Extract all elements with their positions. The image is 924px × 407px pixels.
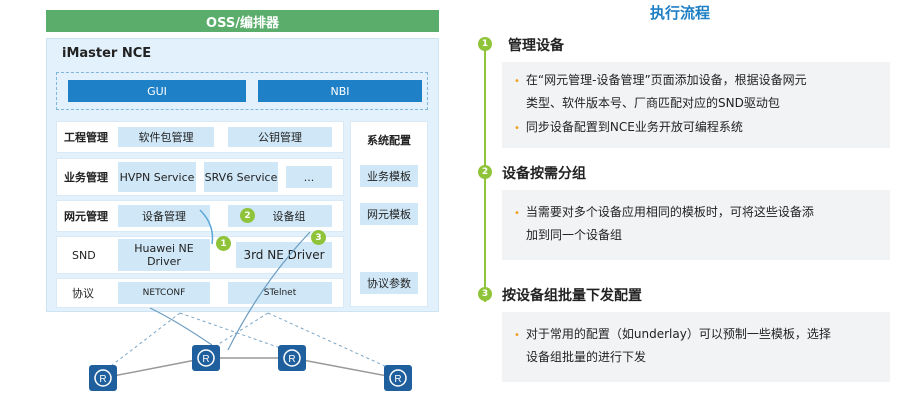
step-3-bullet-1-cont: 设备组批量的进行下发 (526, 350, 647, 364)
step-1-badge: 1 (478, 37, 492, 51)
nce-title: iMaster NCE (62, 46, 152, 61)
step-1-bullet-2: •同步设备配置到NCE业务开放可编程系统 (514, 120, 743, 134)
router-icon: R (191, 344, 221, 372)
step-3-badge: 3 (478, 287, 492, 301)
oss-orchestrator-bar: OSS/编排器 (46, 10, 439, 32)
svg-text:R: R (394, 374, 401, 385)
router-icon: R (277, 344, 307, 372)
badge-3: 3 (311, 230, 326, 245)
gui-label: GUI (147, 84, 167, 98)
cell-third-party-driver: 3rd NE Driver (236, 242, 332, 268)
cell-software-package: 软件包管理 (118, 127, 214, 147)
row-label-snd: SND (72, 248, 96, 262)
nbi-label: NBI (330, 84, 350, 98)
step-2-title: 设备按需分组 (502, 166, 586, 182)
router-icon: R (383, 364, 413, 392)
router-icon: R (88, 364, 118, 392)
sys-ne-template: 网元模板 (360, 203, 418, 225)
oss-title: OSS/编排器 (206, 15, 279, 31)
step-1-card: •在“网元管理-设备管理”页面添加设备，根据设备网元 类型、软件版本号、厂商匹配… (502, 62, 890, 148)
row-label-service: 业务管理 (64, 171, 108, 184)
svg-text:R: R (202, 354, 209, 365)
cell-huawei-driver: Huawei NE Driver (118, 239, 210, 271)
cell-device-management: 设备管理 (118, 205, 210, 227)
badge-2: 2 (240, 208, 255, 223)
step-2-bullet-1-cont: 加到同一个设备组 (526, 228, 623, 242)
system-config-title: 系统配置 (367, 134, 411, 147)
step-2-badge: 2 (478, 165, 492, 179)
nbi-block: NBI (258, 80, 422, 102)
badge-1: 1 (216, 236, 231, 251)
step-2-bullet-1: •当需要对多个设备应用相同的模板时，可将这些设备添 (514, 205, 814, 219)
gui-block: GUI (68, 80, 246, 102)
step-3-title: 按设备组批量下发配置 (502, 288, 642, 304)
step-1-title: 管理设备 (508, 38, 564, 54)
cell-hvpn-service: HVPN Service (118, 162, 196, 192)
cell-netconf: NETCONF (118, 282, 210, 304)
step-1-bullet-1-cont: 类型、软件版本号、厂商匹配对应的SND驱动包 (526, 96, 780, 110)
cell-stelnet: STelnet (228, 282, 332, 304)
cell-srv6-service: SRV6 Service (204, 162, 278, 192)
cell-public-key: 公钥管理 (228, 127, 332, 147)
process-title: 执行流程 (649, 4, 710, 22)
step-3-card: •对于常用的配置（如underlay）可以预制一些模板，选择 设备组批量的进行下… (502, 312, 890, 382)
interface-group (56, 72, 428, 110)
step-3-bullet-1: •对于常用的配置（如underlay）可以预制一些模板，选择 (514, 327, 831, 341)
step-2-card: •当需要对多个设备应用相同的模板时，可将这些设备添 加到同一个设备组 (502, 190, 890, 260)
svg-text:R: R (288, 354, 295, 365)
row-label-engineering: 工程管理 (64, 131, 108, 144)
cell-device-group: 设备组 (228, 205, 332, 227)
row-label-ne: 网元管理 (64, 210, 108, 223)
cell-more: ... (286, 166, 332, 188)
svg-text:R: R (99, 374, 106, 385)
step-1-bullet-1: •在“网元管理-设备管理”页面添加设备，根据设备网元 (514, 73, 807, 87)
row-label-protocol: 协议 (72, 287, 94, 300)
sys-protocol-params: 协议参数 (360, 272, 418, 294)
sys-service-template: 业务模板 (360, 165, 418, 187)
